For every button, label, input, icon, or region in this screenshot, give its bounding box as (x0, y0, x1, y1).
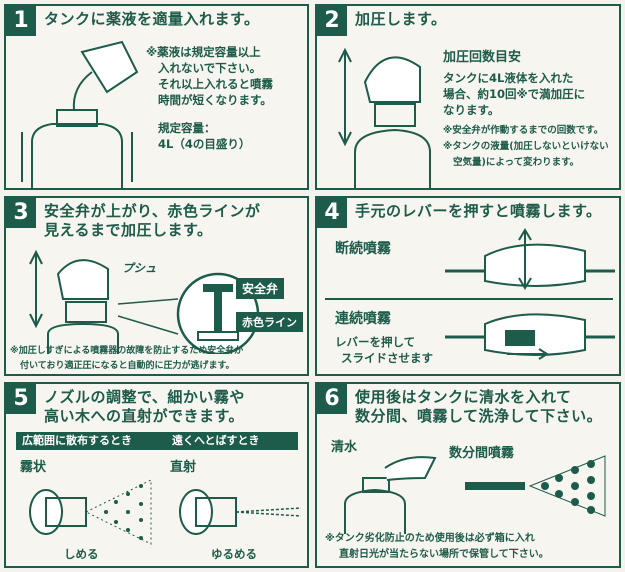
note-line-1: ※薬液は規定容量以上 (146, 45, 261, 59)
valve-note-1: ※加圧しすぎによる噴霧器の故障を防止するため安全弁が (10, 346, 244, 356)
valve-note-2: 付いており適正圧になると自動的に圧力が逃げます。 (20, 361, 235, 371)
step-title: 手元のレバーを押すと噴霧します。 (355, 202, 602, 220)
cleaning-illustration (344, 455, 606, 534)
step-title-line-2: 数分間、噴霧して洗浄して下さい。 (355, 407, 603, 425)
clean-water-label: 清水 (331, 440, 358, 455)
panel-1: 1 タンクに薬液を適量入れます。 ※薬液は規定容量以上 入れないで下さい。 それ… (4, 4, 309, 190)
step-title: タンクに薬液を適量入れます。 (44, 10, 260, 28)
lever-continuous-illustration (445, 313, 615, 360)
intermittent-spray-heading: 断続噴霧 (335, 241, 391, 257)
step-number: 4 (317, 198, 347, 228)
spray-minutes-label: 数分間噴霧 (449, 446, 515, 461)
continuous-instruction-1: レバーを押して (335, 335, 416, 349)
step-number: 1 (6, 6, 36, 36)
pour-illustration (21, 40, 139, 188)
note-line-4: 時間が短くなります。 (158, 93, 272, 107)
panel-4: 4 手元のレバーを押すと噴霧します。 断続噴霧 連続噴霧 レバーを押して スライ… (315, 196, 621, 376)
count-line-2: 場合、約10回※で満加圧に (443, 87, 586, 101)
step-number: 2 (317, 6, 347, 36)
panel-6: 6 使用後はタンクに清水を入れて 数分間、噴霧して洗浄して下さい。 清水 数分間… (315, 382, 621, 568)
step-title-line-2: 見えるまで加圧します。 (44, 221, 213, 239)
tighten-label: しめる (64, 547, 99, 561)
panel-4-divider (325, 298, 613, 300)
panel-5: 5 ノズルの調整で、細かい霧や 高い木への直射ができます。 広範囲に散布するとき… (4, 382, 309, 568)
step-title: 加圧します。 (355, 10, 447, 28)
note-line-2: 入れないで下さい。 (158, 61, 262, 75)
step-number: 6 (317, 384, 347, 414)
mist-nozzle-illustration (29, 479, 152, 545)
wide-area-header: 広範囲に散布するとき (16, 432, 166, 450)
count-line-3: なります。 (443, 103, 500, 117)
jet-mode-label: 直射 (170, 460, 197, 475)
capacity-label: 規定容量： (158, 121, 216, 135)
continuous-spray-heading: 連続噴霧 (335, 311, 391, 327)
storage-note-2: 直射日光が当たらない場所で保管して下さい。 (339, 549, 549, 560)
mist-mode-label: 霧状 (20, 460, 47, 475)
step-number: 3 (6, 198, 36, 228)
red-line-label: 赤色ライン (236, 312, 303, 332)
loosen-label: ゆるめる (211, 547, 257, 561)
count-line-1: タンクに4L液体を入れた (443, 71, 574, 85)
footnote-3: 空気量)によって変わります。 (453, 157, 580, 168)
panel-2: 2 加圧します。 加圧回数目安 タンクに4L液体を入れた 場合、約10回※で満加… (315, 4, 621, 190)
hiss-sound-text: プシュ (122, 261, 157, 275)
instruction-grid: 1 タンクに薬液を適量入れます。 ※薬液は規定容量以上 入れないで下さい。 それ… (4, 4, 621, 568)
pump-count-heading: 加圧回数目安 (443, 50, 522, 65)
pump-illustration (338, 47, 431, 188)
jet-nozzle-illustration (179, 489, 302, 535)
lever-intermittent-illustration (445, 228, 615, 290)
note-line-3: それ以上入れると噴霧 (158, 77, 273, 91)
capacity-value: 4L（4の目盛り） (158, 137, 251, 151)
safety-valve-label: 安全弁 (236, 278, 285, 299)
footnote-2: ※タンクの液量(加圧しないといけない (443, 141, 609, 152)
step-title-line-1: ノズルの調整で、細かい霧や (44, 388, 245, 406)
footnote-1: ※安全弁が作動するまでの回数です。 (443, 125, 604, 136)
step-title-line-1: 安全弁が上がり、赤色ラインが (44, 202, 261, 220)
storage-note-1: ※タンク劣化防止のため使用後は必ず箱に入れ (325, 533, 535, 544)
step-number: 5 (6, 384, 36, 414)
step-title-line-2: 高い木への直射ができます。 (44, 407, 245, 425)
long-distance-header: 遠くへとばすとき (166, 432, 298, 450)
continuous-instruction-2: スライドさせます (341, 351, 433, 365)
safety-valve-illustration (29, 249, 260, 354)
panel-3: 3 安全弁が上がり、赤色ラインが 見えるまで加圧します。 プシュ 安全弁 赤色ラ… (4, 196, 309, 376)
step-title-line-1: 使用後はタンクに清水を入れて (355, 388, 572, 406)
